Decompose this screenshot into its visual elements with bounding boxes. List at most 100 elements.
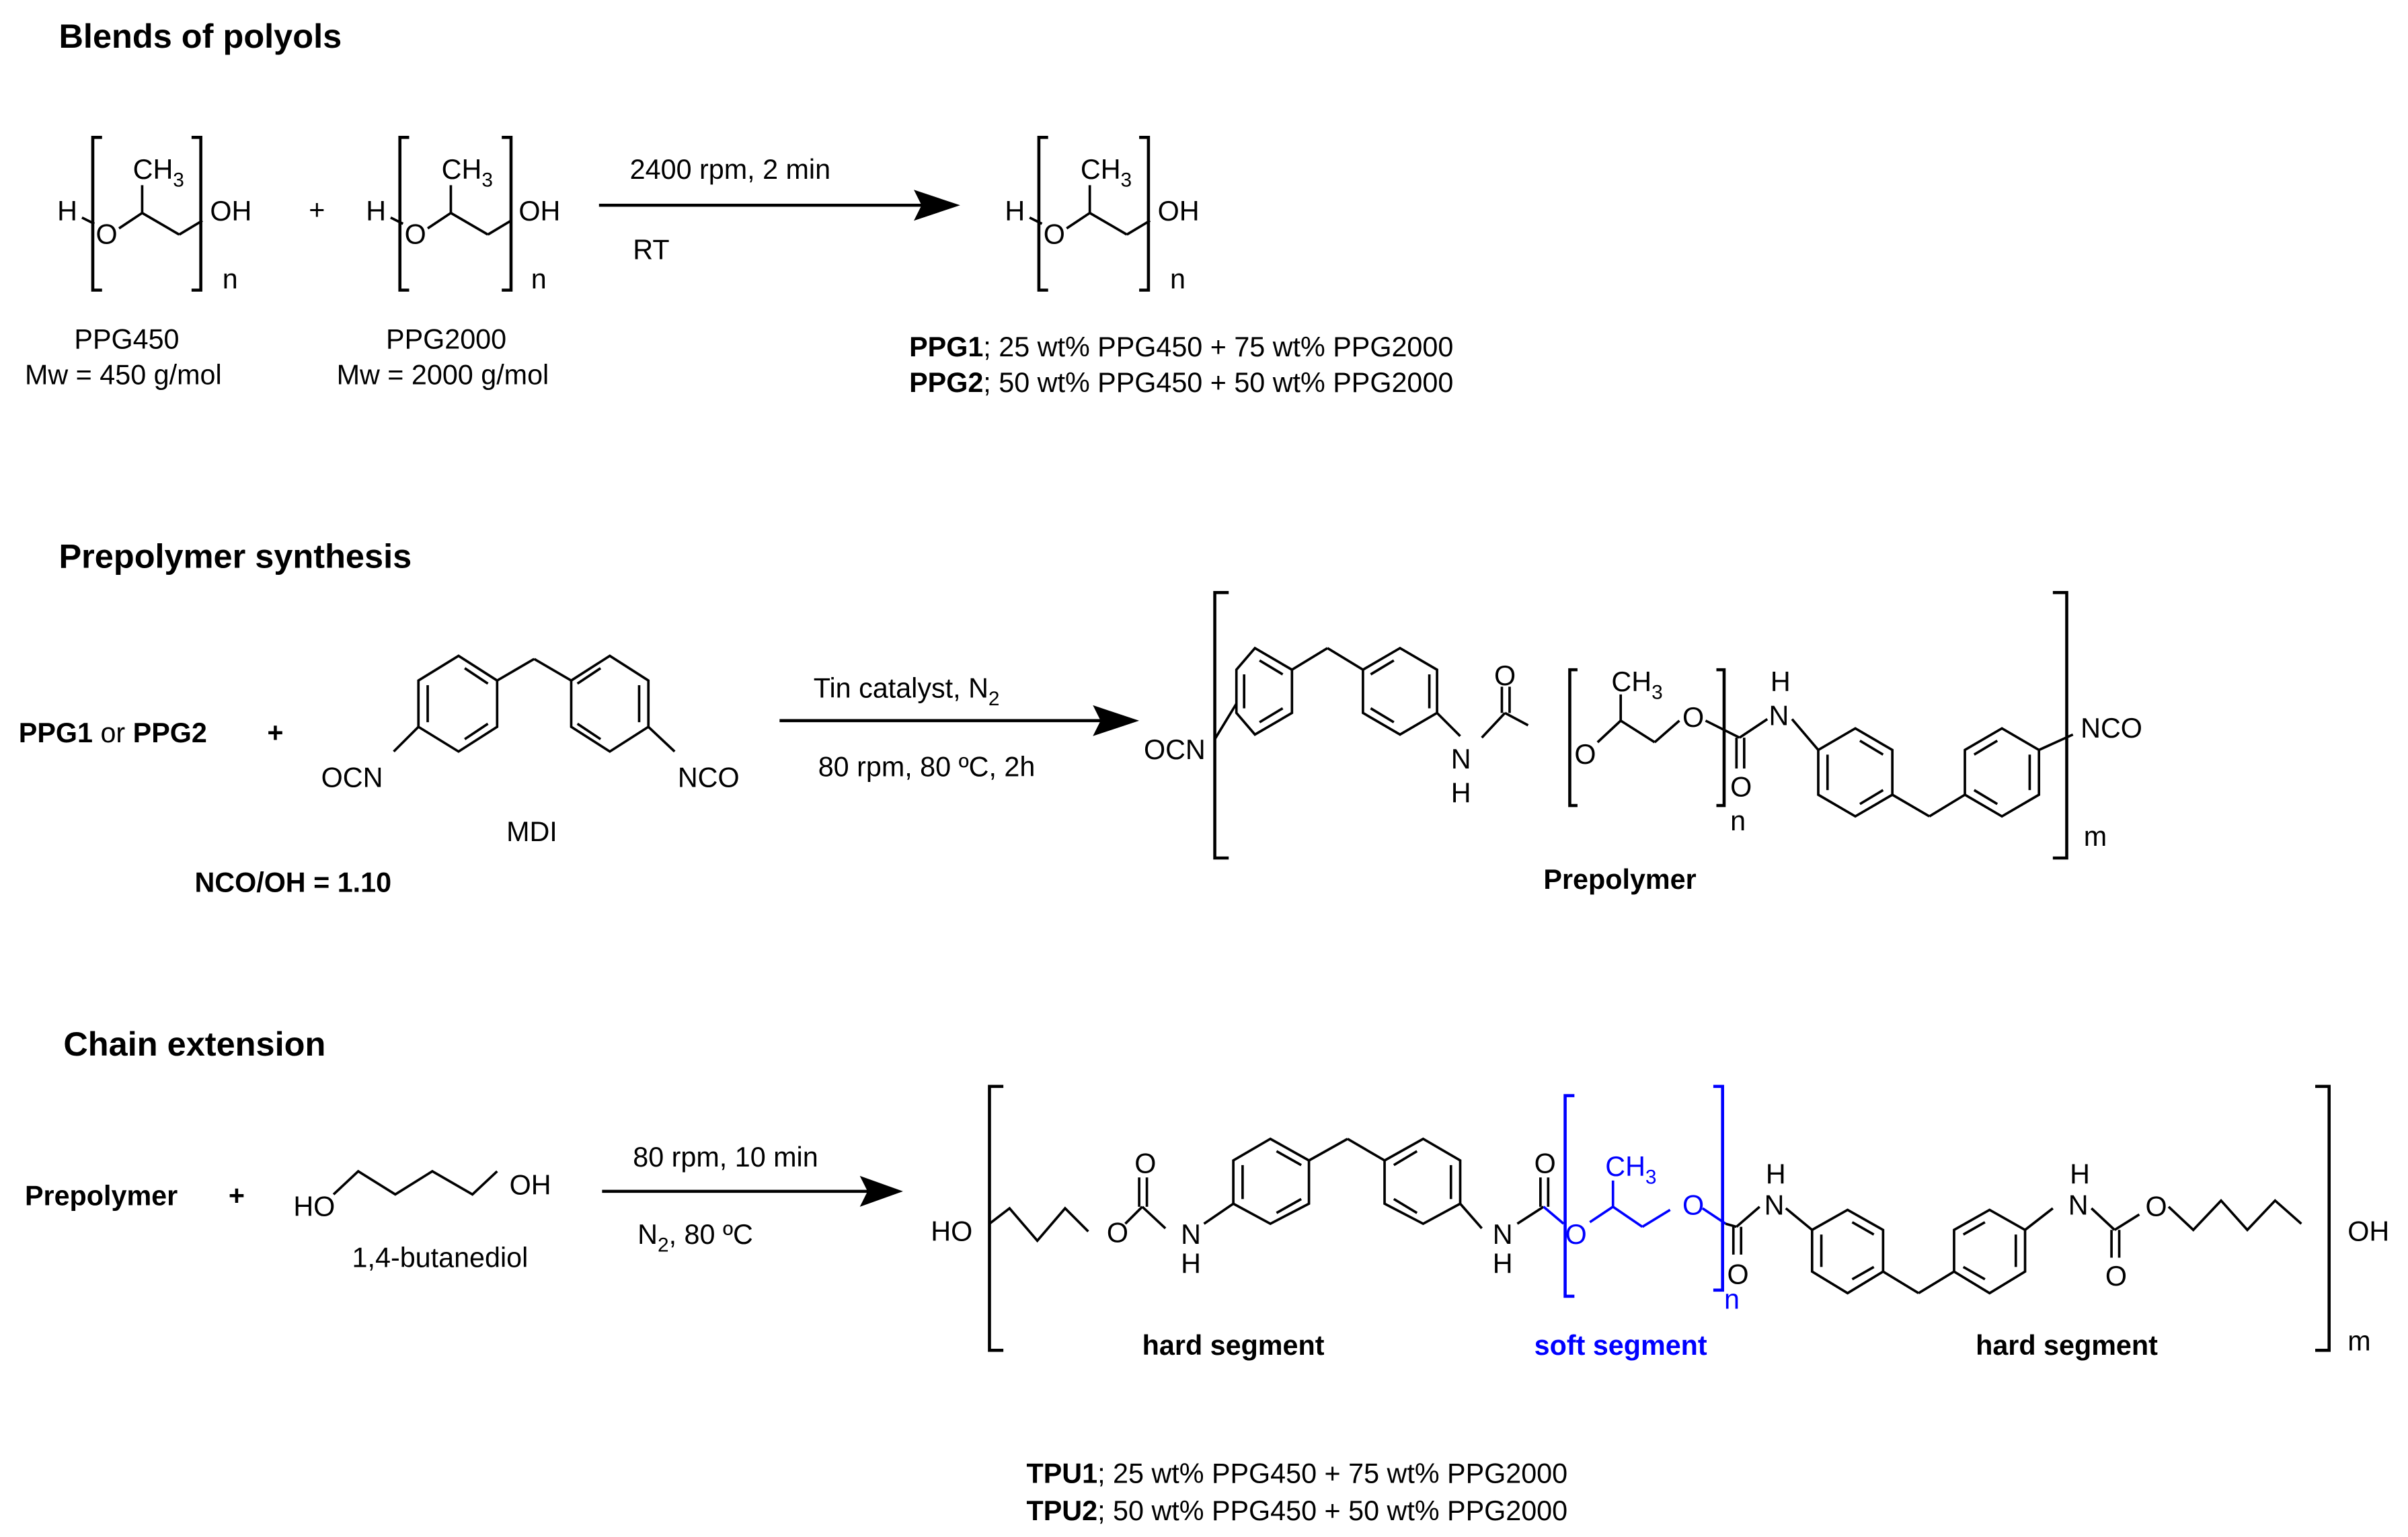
mdi-structure: OCN NCO: [321, 654, 740, 793]
ppg450-label: PPG450: [74, 324, 179, 355]
atom-oh: OH: [518, 196, 560, 227]
section-blends: Blends of polyols H O CH3 OH n PPG450 Mw…: [25, 17, 1453, 398]
ch3-label: CH3: [1081, 154, 1132, 191]
atom-oh: OH: [510, 1169, 551, 1200]
atom-o-carbonyl: O: [1134, 1148, 1156, 1179]
atom-n: N: [1769, 701, 1789, 732]
atom-n: N: [2068, 1189, 2089, 1220]
atom-o: O: [1107, 1218, 1128, 1249]
repeat-n: n: [223, 264, 238, 294]
atom-n: N: [1181, 1219, 1201, 1250]
repeat-n: n: [1170, 264, 1186, 294]
bracket-right: [1139, 135, 1151, 292]
plus-sign: +: [229, 1181, 245, 1212]
soft-segment-label: soft segment: [1535, 1330, 1707, 1361]
tpu-structure: HO O O N H N H: [931, 1085, 2389, 1356]
atom-nco: NCO: [2081, 713, 2142, 744]
repeat-n: n: [1730, 805, 1746, 836]
atom-ho: HO: [293, 1191, 335, 1222]
atom-o: O: [1044, 219, 1065, 250]
atom-h: H: [366, 196, 386, 227]
atom-o-carbonyl: O: [1494, 660, 1516, 691]
butanediol-structure: HO OH: [293, 1169, 551, 1222]
atom-o: O: [1574, 739, 1596, 770]
atom-ocn: OCN: [321, 762, 383, 793]
tpu-note-1: TPU1; 25 wt% PPG450 + 75 wt% PPG2000: [1027, 1458, 1568, 1489]
arrow-condition-above: 80 rpm, 10 min: [633, 1142, 818, 1173]
bracket-right-n: [1716, 668, 1726, 807]
section-title-chain: Chain extension: [63, 1025, 325, 1063]
ppg450-mw: Mw = 450 g/mol: [25, 360, 222, 391]
prepolymer-structure: OCN N H O O: [1144, 591, 2142, 860]
repeat-m: m: [2084, 821, 2107, 852]
tpu-note-2: TPU2; 50 wt% PPG450 + 50 wt% PPG2000: [1027, 1495, 1568, 1526]
bracket-right: [191, 135, 202, 292]
atom-nco: NCO: [678, 762, 740, 793]
mdi-label: MDI: [506, 816, 557, 847]
atom-o-carbonyl: O: [1730, 771, 1752, 802]
reaction-arrow-2: Tin catalyst, N2 80 rpm, 80 ºC, 2h: [779, 672, 1140, 782]
atom-o: O: [1682, 702, 1704, 733]
atom-o-carbonyl: O: [1727, 1259, 1749, 1290]
ppg2000-mw: Mw = 2000 g/mol: [337, 360, 549, 391]
section-title-blends: Blends of polyols: [59, 17, 342, 55]
section-prepolymer: Prepolymer synthesis PPG1 or PPG2 + OCN …: [19, 537, 2142, 898]
arrow-condition-below: 80 rpm, 80 ºC, 2h: [818, 751, 1036, 782]
atom-h: H: [1451, 777, 1471, 808]
bracket-right-m: [2052, 591, 2068, 860]
atom-n: N: [1764, 1189, 1785, 1220]
bracket-left-m: [1213, 591, 1229, 860]
ppg450-structure: H O CH3 OH n: [57, 135, 251, 294]
atom-h: H: [1493, 1249, 1513, 1279]
reactant-ppg1-or-ppg2: PPG1 or PPG2: [19, 717, 207, 748]
repeat-n: n: [531, 264, 547, 294]
atom-oh: OH: [2347, 1216, 2389, 1247]
section-chain-extension: Chain extension Prepolymer + HO OH 1,4-b…: [25, 1025, 2389, 1526]
ch3-label-soft: CH3: [1605, 1151, 1656, 1188]
arrow-condition-below: RT: [633, 235, 669, 266]
atom-o-soft: O: [1682, 1189, 1704, 1220]
atom-h: H: [1181, 1249, 1201, 1279]
ppg-blend-structure: H O CH3 OH n: [1005, 135, 1200, 294]
arrow-condition-above: 2400 rpm, 2 min: [630, 154, 830, 185]
ch3-label: CH3: [442, 154, 493, 191]
atom-o-soft: O: [1565, 1219, 1587, 1250]
atom-o: O: [96, 219, 118, 250]
atom-ho: HO: [931, 1216, 972, 1247]
ch3-label: CH3: [1611, 666, 1662, 703]
section-title-prepolymer: Prepolymer synthesis: [59, 537, 412, 576]
ch3-label: CH3: [133, 154, 184, 191]
ppg2000-structure: H O CH3 OH n: [366, 135, 560, 294]
arrow-condition-below: N2, 80 ºC: [637, 1219, 753, 1256]
nco-oh-ratio: NCO/OH = 1.10: [194, 867, 391, 898]
bracket-left-n: [1568, 668, 1578, 807]
soft-bracket-right: [1713, 1085, 1724, 1292]
bracket-left: [91, 135, 102, 292]
plus-sign: +: [267, 717, 283, 748]
butanediol-label: 1,4-butanediol: [352, 1242, 529, 1273]
atom-oh: OH: [1158, 196, 1200, 227]
plus-sign: +: [309, 194, 325, 225]
atom-o-carbonyl: O: [2105, 1261, 2127, 1292]
atom-o: O: [405, 219, 426, 250]
blend-note-ppg2: PPG2; 50 wt% PPG450 + 50 wt% PPG2000: [909, 367, 1453, 398]
soft-bracket-left: [1563, 1094, 1575, 1298]
atom-o: O: [2146, 1191, 2167, 1222]
hard-segment-label-2: hard segment: [1976, 1330, 2158, 1361]
atom-h: H: [1771, 666, 1791, 697]
repeat-m: m: [2347, 1325, 2370, 1356]
ppg2000-label: PPG2000: [386, 324, 506, 355]
reaction-arrow-3: 80 rpm, 10 min N2, 80 ºC: [602, 1142, 903, 1256]
prepolymer-label: Prepolymer: [1543, 864, 1696, 895]
atom-h: H: [1005, 196, 1025, 227]
atom-n: N: [1451, 744, 1471, 775]
atom-ocn: OCN: [1144, 734, 1206, 765]
bracket-right-m: [2315, 1085, 2331, 1352]
bracket-right: [502, 135, 513, 292]
hard-segment-label-1: hard segment: [1142, 1330, 1325, 1361]
atom-oh: OH: [210, 196, 251, 227]
blend-note-ppg1: PPG1; 25 wt% PPG450 + 75 wt% PPG2000: [909, 331, 1453, 362]
bracket-left: [1037, 135, 1048, 292]
atom-o-carbonyl: O: [1535, 1148, 1556, 1179]
